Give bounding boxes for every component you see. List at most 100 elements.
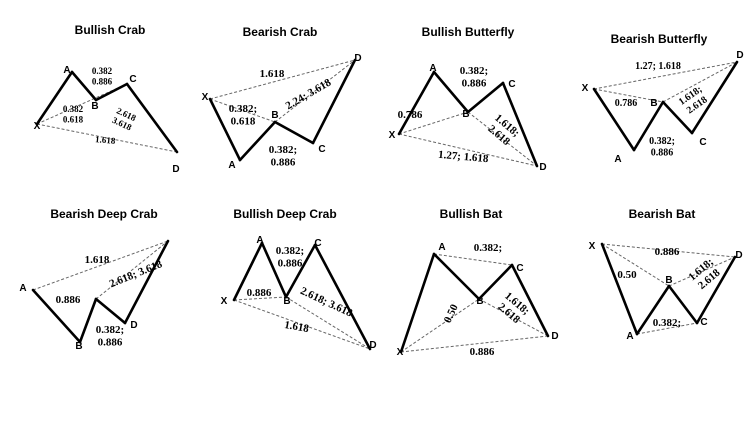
pattern-bearish-deep-crab: Bearish Deep CrabABD0.8860.382;0.8862.61… — [19, 207, 170, 352]
ratio-line-xd — [32, 240, 169, 291]
leg-cd — [695, 255, 737, 325]
point-label: A — [626, 331, 633, 342]
leg-xa — [397, 70, 436, 136]
ratio-line-xd — [36, 123, 178, 153]
ratio-label-ab: 0.886 — [247, 287, 272, 299]
ratio-line-xb — [593, 88, 664, 103]
leg-bc — [284, 243, 317, 299]
point-label: D — [130, 320, 137, 331]
point-label: C — [318, 144, 325, 155]
point-label: D — [172, 164, 179, 175]
ratio-line-xd — [233, 299, 371, 350]
leg-xa — [208, 97, 242, 162]
leg-bc — [466, 81, 505, 114]
pattern-bullish-deep-crab: Bullish Deep CrabXABCD0.8860.382;0.8862.… — [221, 207, 377, 351]
ratio-line-xd — [601, 243, 736, 258]
point-label: X — [34, 121, 41, 132]
leg-cd — [125, 82, 179, 154]
point-label: C — [508, 79, 515, 90]
leg-cd — [690, 60, 739, 135]
point-label: B — [650, 98, 657, 109]
point-label: X — [389, 130, 396, 141]
ratio-label-xd: 1.27; 1.618 — [635, 61, 681, 72]
leg-bc — [477, 263, 514, 301]
ratio-line-bd — [95, 240, 169, 300]
leg-xa — [399, 252, 436, 354]
point-label: X — [397, 347, 404, 358]
pattern-bearish-crab: Bearish CrabXABCD0.382;0.6180.382;0.8862… — [202, 25, 362, 171]
leg-ab — [432, 252, 481, 301]
leg-ab — [70, 70, 98, 102]
ratio-label-ab: 0.50 — [442, 302, 461, 325]
ratio-line-bd — [668, 256, 736, 287]
point-label: B — [665, 275, 672, 286]
ratio-label-bc: 0.382;0.886 — [649, 136, 675, 159]
point-label: B — [476, 296, 483, 307]
point-label: B — [462, 109, 469, 120]
ratio-label-ab: 0.786 — [615, 98, 638, 109]
point-label: C — [129, 74, 136, 85]
ratio-line-ac — [636, 322, 698, 335]
ratio-label-cd: 2.6183.618 — [111, 105, 138, 132]
point-label: A — [429, 63, 436, 74]
leg-cd — [311, 58, 357, 145]
ratio-line-ac — [433, 253, 513, 266]
leg-bc — [661, 100, 694, 135]
pattern-bullish-bat: Bullish BatXABCD0.500.382;1.618;2.6180.8… — [397, 207, 559, 358]
point-label: D — [735, 250, 742, 261]
ratio-label-ab: 0.382;0.618 — [229, 103, 257, 128]
ratio-label-cd: 1.618;2.618 — [494, 290, 532, 327]
leg-bc — [273, 120, 315, 145]
ratio-line-bd — [285, 296, 371, 350]
ratio-label-xd: 1.27; 1.618 — [438, 149, 490, 165]
point-label: A — [228, 160, 235, 171]
ratio-label-xd: 0.886 — [470, 346, 495, 358]
leg-cd — [313, 243, 372, 351]
point-label: D — [539, 162, 546, 173]
point-label: A — [438, 242, 445, 253]
point-label: B — [75, 341, 82, 352]
ratio-line-bd — [478, 298, 549, 337]
leg-cd — [510, 263, 550, 338]
pattern-title: Bearish Deep Crab — [50, 207, 157, 221]
pattern-title: Bullish Butterfly — [422, 25, 515, 39]
point-label: A — [19, 283, 26, 294]
ratio-label-bc: 0.382;0.886 — [276, 245, 304, 270]
leg-xa — [592, 87, 636, 152]
ratio-label-xd: 1.618 — [95, 134, 117, 146]
pattern-title: Bullish Crab — [75, 23, 146, 37]
point-label: D — [369, 340, 376, 351]
point-label: C — [699, 137, 706, 148]
ratio-label-bc: 0.382; — [653, 317, 681, 329]
leg-ab — [238, 120, 277, 162]
leg-ab — [635, 284, 671, 336]
leg-bc — [94, 297, 127, 325]
point-label: X — [589, 241, 596, 252]
point-label: C — [700, 317, 707, 328]
leg-xa — [232, 241, 264, 302]
ratio-line-xb — [233, 296, 287, 301]
leg-ab — [632, 100, 665, 152]
ratio-label-cd: 2.618; 3.618 — [108, 258, 165, 290]
point-label: X — [582, 83, 589, 94]
pattern-bearish-bat: Bearish BatXABCD0.500.382;1.618;2.6180.8… — [589, 207, 743, 342]
ratio-label-bc: 0.382; — [474, 242, 502, 254]
pattern-bearish-butterfly: Bearish ButterflyXABCD0.7860.382;0.8861.… — [582, 32, 744, 165]
ratio-label-bc: 0.382;0.886 — [96, 324, 124, 349]
point-label: X — [221, 296, 228, 307]
leg-bc — [667, 284, 699, 325]
ratio-label-xd: 1.618 — [85, 254, 110, 266]
leg-cd — [501, 81, 539, 168]
ratio-line-xb — [601, 243, 670, 287]
point-label: D — [736, 50, 743, 61]
ratio-line-xd — [398, 133, 538, 167]
leg-ab — [78, 297, 98, 344]
pattern-bullish-butterfly: Bullish ButterflyXABCD0.7860.382;0.8861.… — [389, 25, 547, 173]
pattern-title: Bullish Deep Crab — [233, 207, 336, 221]
leg-bc — [94, 82, 129, 102]
ratio-line-xb — [398, 111, 469, 135]
leg-cd — [123, 239, 170, 325]
point-label: B — [91, 101, 98, 112]
